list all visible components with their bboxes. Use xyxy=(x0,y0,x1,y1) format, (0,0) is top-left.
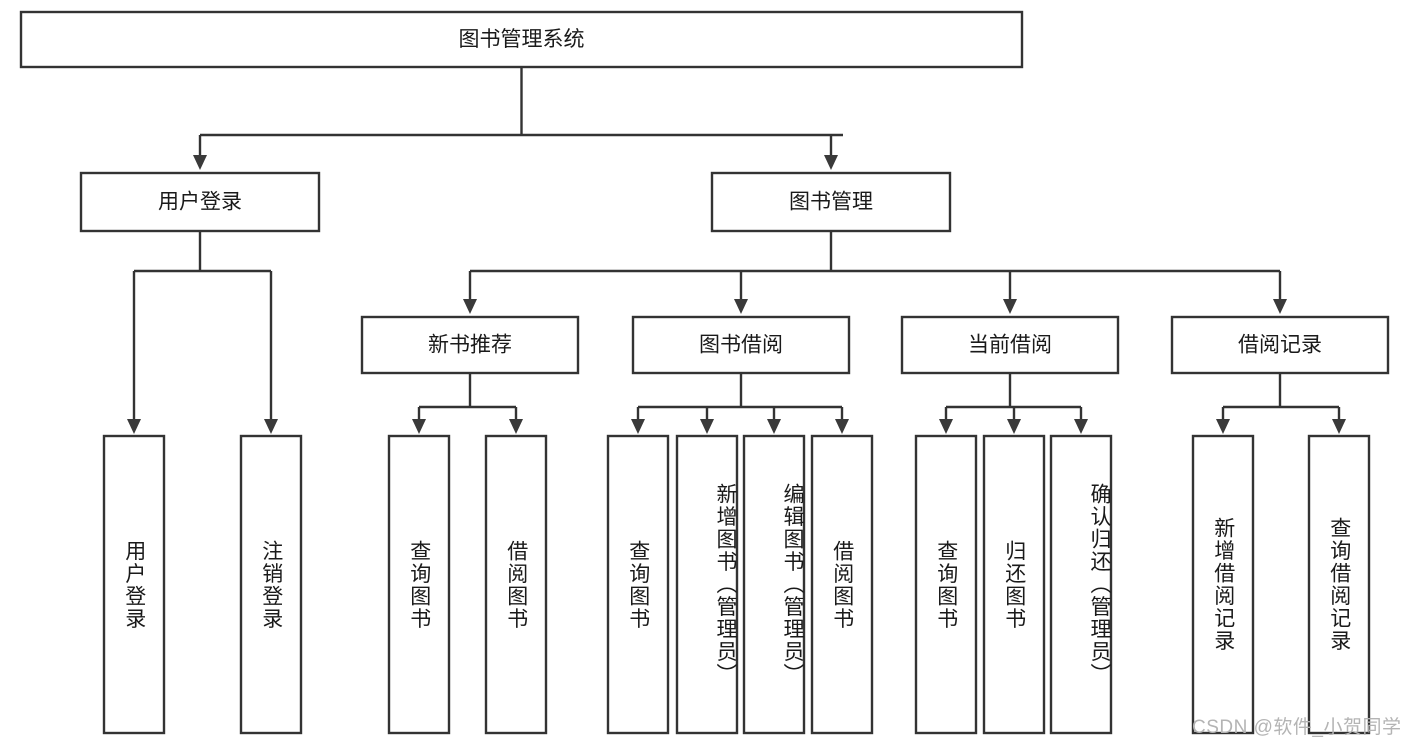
arrowheads-layer xyxy=(127,155,1346,434)
node-box-leaf-user-login[interactable] xyxy=(102,434,166,735)
arrow-head-icon xyxy=(264,419,278,434)
node-box-leaf-query-borrow-record[interactable] xyxy=(1307,434,1371,735)
node-box-leaf-query-book-borrow[interactable] xyxy=(606,434,670,735)
arrow-head-icon xyxy=(509,419,523,434)
node-box-leaf-borrow-book-recommend[interactable] xyxy=(484,434,548,735)
node-box-current-borrow[interactable] xyxy=(900,315,1120,375)
node-label-new-book-recommend: 新书推荐 xyxy=(428,334,512,357)
arrow-head-icon xyxy=(1003,299,1017,314)
node-label-book-manage: 图书管理 xyxy=(789,191,873,214)
arrow-head-icon xyxy=(412,419,426,434)
node-box-leaf-confirm-return-admin[interactable] xyxy=(1049,434,1113,735)
node-box-leaf-query-book-recommend[interactable] xyxy=(387,434,451,735)
node-box-book-manage[interactable] xyxy=(710,171,952,233)
arrow-head-icon xyxy=(463,299,477,314)
node-label-borrow-record: 借阅记录 xyxy=(1238,334,1322,357)
arrow-head-icon xyxy=(1074,419,1088,434)
node-label-root: 图书管理系统 xyxy=(459,28,585,51)
node-box-user-login[interactable] xyxy=(79,171,321,233)
node-label-book-borrow: 图书借阅 xyxy=(699,334,783,357)
arrow-head-icon xyxy=(700,419,714,434)
arrow-head-icon xyxy=(631,419,645,434)
node-box-root[interactable] xyxy=(19,10,1024,69)
node-label-current-borrow: 当前借阅 xyxy=(968,334,1052,357)
arrow-head-icon xyxy=(1216,419,1230,434)
node-label-user-login: 用户登录 xyxy=(158,191,242,214)
node-box-leaf-return-book[interactable] xyxy=(982,434,1046,735)
arrow-head-icon xyxy=(939,419,953,434)
csdn-watermark: CSDN @软件_小贺同学 xyxy=(1192,717,1402,738)
arrow-head-icon xyxy=(1007,419,1021,434)
arrow-head-icon xyxy=(193,155,207,170)
arrow-head-icon xyxy=(824,155,838,170)
node-boxes-layer xyxy=(19,10,1390,735)
node-box-leaf-add-book-admin[interactable] xyxy=(675,434,739,735)
arrow-head-icon xyxy=(1273,299,1287,314)
node-box-borrow-record[interactable] xyxy=(1170,315,1390,375)
node-box-leaf-query-book-current[interactable] xyxy=(914,434,978,735)
arrow-head-icon xyxy=(1332,419,1346,434)
node-box-leaf-edit-book-admin[interactable] xyxy=(742,434,806,735)
node-box-leaf-add-borrow-record[interactable] xyxy=(1191,434,1255,735)
node-box-leaf-logout-login[interactable] xyxy=(239,434,303,735)
arrow-head-icon xyxy=(835,419,849,434)
node-box-new-book-recommend[interactable] xyxy=(360,315,580,375)
node-box-leaf-borrow-book[interactable] xyxy=(810,434,874,735)
node-box-book-borrow[interactable] xyxy=(631,315,851,375)
arrow-head-icon xyxy=(127,419,141,434)
arrow-head-icon xyxy=(767,419,781,434)
arrow-head-icon xyxy=(734,299,748,314)
